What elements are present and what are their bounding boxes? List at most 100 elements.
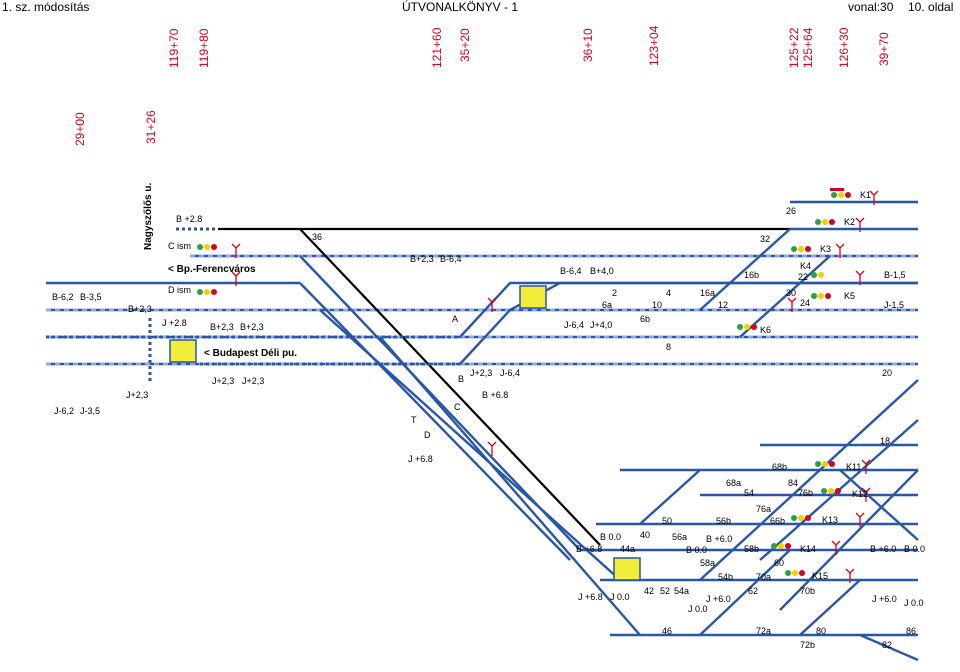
- label: 70a: [756, 572, 771, 582]
- label: B-1,5: [884, 270, 906, 280]
- km-posts: 119+70 119+80 121+60 35+20 36+10 123+04 …: [73, 25, 891, 146]
- label: B+2,3: [240, 322, 264, 332]
- label: 26: [786, 206, 796, 216]
- label: 8: [666, 342, 671, 352]
- label: B-3,5: [80, 292, 102, 302]
- label: J-1,5: [884, 300, 904, 310]
- label: B+2,3: [128, 304, 152, 314]
- label: 46: [662, 626, 672, 636]
- panel: [613, 557, 641, 581]
- km-post: 123+04: [647, 25, 661, 66]
- label: B+4,0: [590, 266, 614, 276]
- label: 52: [660, 586, 670, 596]
- label: 16a: [700, 288, 715, 298]
- label: J-6,4: [500, 368, 520, 378]
- km-post: 126+30: [837, 27, 851, 68]
- label: 18: [880, 436, 890, 446]
- label: 50: [662, 516, 672, 526]
- label: J-6,4: [564, 320, 584, 330]
- label: 22: [798, 272, 808, 282]
- label: 16b: [744, 270, 759, 280]
- km-post: 119+80: [197, 28, 211, 68]
- label: J+2,3: [212, 376, 234, 386]
- km-post: 36+10: [581, 28, 595, 62]
- label: B 0.0: [904, 544, 925, 554]
- label: J 0.0: [688, 604, 708, 614]
- station-nagyszolos: Nagyszőlős u.: [143, 183, 154, 250]
- header-page: 10. oldal: [908, 0, 954, 14]
- label: 60: [774, 558, 784, 568]
- label: J-6,2: [54, 406, 74, 416]
- lower-track-labels: 68b 68a 84 54 76b 76a 50 56b 66b B 0.0 4…: [576, 462, 925, 650]
- label: 42: [644, 586, 654, 596]
- label: 70b: [800, 586, 815, 596]
- label: K5: [844, 291, 855, 301]
- label: 86: [906, 626, 916, 636]
- km-post: 121+60: [430, 27, 444, 68]
- label: D: [424, 430, 431, 440]
- label: K6: [760, 325, 771, 335]
- label: 2: [612, 288, 617, 298]
- signals: [197, 188, 851, 576]
- label: J+2,3: [470, 368, 492, 378]
- km-post: 29+00: [73, 112, 87, 146]
- label: B 0.0: [686, 545, 707, 555]
- label: 58a: [700, 558, 715, 568]
- label: K13: [822, 515, 838, 525]
- label: 30: [786, 288, 796, 298]
- label: J +6.0: [872, 594, 897, 604]
- label: 76b: [798, 488, 813, 498]
- km-post: 125+64: [801, 27, 815, 68]
- label: 84: [788, 478, 798, 488]
- label: J +6.8: [578, 592, 603, 602]
- label: 54: [744, 488, 754, 498]
- main-diagonal: [299, 228, 601, 546]
- label: 20: [882, 368, 892, 378]
- label: 68a: [726, 478, 741, 488]
- label: 72b: [800, 640, 815, 650]
- label: K11: [846, 462, 861, 472]
- label: 54b: [718, 572, 733, 582]
- label: 56b: [716, 516, 731, 526]
- label: 54a: [674, 586, 689, 596]
- panel: [169, 339, 197, 363]
- label: B: [458, 374, 464, 384]
- label: B +6.8: [482, 390, 508, 400]
- label: B +6.8: [576, 544, 602, 554]
- km-post: 39+70: [877, 32, 891, 66]
- antennas: [231, 190, 879, 583]
- label: K4: [800, 261, 811, 271]
- label: 62: [748, 586, 758, 596]
- label: C: [454, 402, 461, 412]
- station-ferencvaros: < Bp.-Ferencváros: [168, 264, 256, 275]
- label: 4: [666, 288, 671, 298]
- label: K2: [844, 217, 855, 227]
- label: J+2,3: [242, 376, 264, 386]
- label: B 0.0: [600, 532, 621, 542]
- label: 80: [816, 626, 826, 636]
- label: J+4,0: [590, 320, 612, 330]
- label: 58b: [744, 544, 759, 554]
- km-post: 35+20: [458, 28, 472, 62]
- label: 82: [882, 640, 892, 650]
- km-post: 31+26: [144, 110, 158, 144]
- label: K12: [852, 489, 868, 499]
- label: 72a: [756, 626, 771, 636]
- label: 36: [312, 232, 322, 242]
- label: B +2.8: [176, 214, 202, 224]
- left-labels: B +2.8 C ism D ism B-6,2 B-3,5 B+2,3 J +…: [52, 214, 264, 416]
- label: J +2.8: [162, 318, 187, 328]
- label: K1: [860, 190, 871, 200]
- label: B-6,4: [440, 254, 462, 264]
- label: B-6,4: [560, 266, 582, 276]
- label: J 0.0: [904, 598, 924, 608]
- label: 10: [652, 300, 662, 310]
- label: K15: [812, 571, 828, 581]
- header-modification: 1. sz. módosítás: [2, 0, 90, 14]
- label: 44a: [620, 544, 635, 554]
- station-deli: < Budapest Déli pu.: [204, 348, 297, 359]
- label: 6a: [602, 300, 612, 310]
- label: B+2,3: [410, 254, 434, 264]
- label: 6b: [640, 314, 650, 324]
